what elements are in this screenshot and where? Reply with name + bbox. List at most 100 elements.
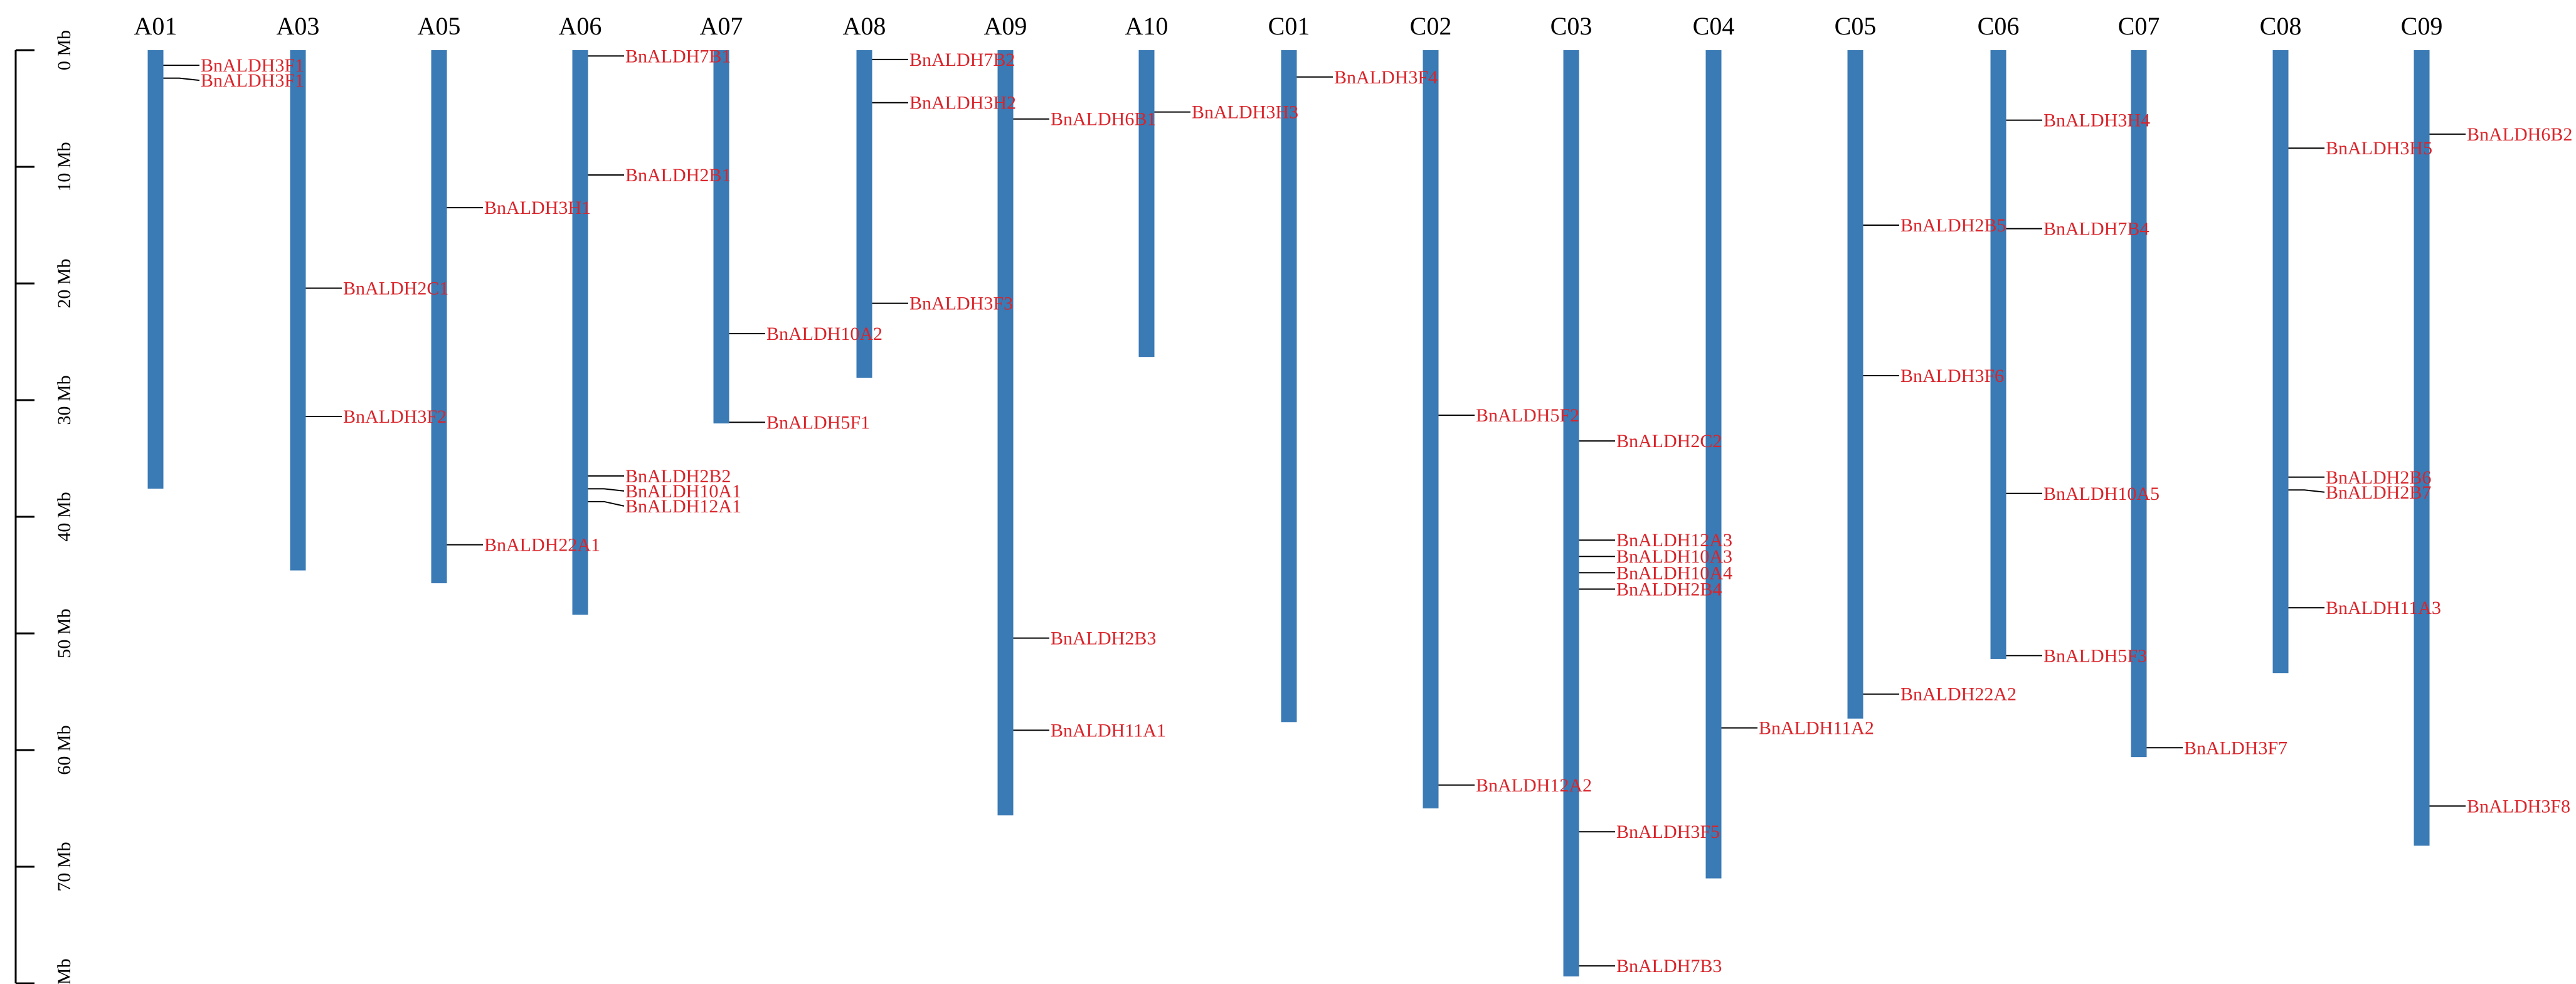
axis-tick-label: 40 Mb bbox=[54, 492, 75, 541]
gene-label: BnALDH3H4 bbox=[2043, 110, 2150, 131]
gene-label: BnALDH11A1 bbox=[1051, 720, 1166, 741]
gene-label: BnALDH2C1 bbox=[343, 278, 448, 299]
chromosome-bar bbox=[1563, 50, 1579, 976]
chromosome-c08: C08 bbox=[2260, 12, 2302, 674]
scale-axis: 0 Mb 10 Mb 20 Mb 30 Mb 40 Mb 50 Mb 60 Mb 70 Mb 8… bbox=[14, 30, 75, 984]
chromosome-bar bbox=[572, 50, 588, 615]
gene-label: BnALDH7B2 bbox=[909, 50, 1015, 70]
gene-label: BnALDH3F1 bbox=[201, 55, 304, 76]
chromosome-a05: A05 bbox=[418, 12, 461, 584]
chromosome-label: A09 bbox=[984, 12, 1027, 40]
chromosome-a10: A10 bbox=[1125, 12, 1169, 357]
gene-label: BnALDH3F8 bbox=[2467, 796, 2570, 817]
axis-tick-label: 10 Mb bbox=[54, 142, 75, 191]
chromosome-c04: C04 bbox=[1693, 12, 1735, 879]
chromosome-bar bbox=[1423, 50, 1439, 808]
gene-label-group: BnALDH3F1BnALDH3F1BnALDH2C1BnALDH3F2BnAL… bbox=[163, 46, 2572, 976]
chromosome-bar bbox=[2131, 50, 2147, 758]
chromosome-label: A05 bbox=[418, 12, 461, 40]
gene-label: BnALDH22A2 bbox=[1900, 684, 2017, 705]
chromosome-group: A01 A03 A05 A06 A07 A08 A09 A10 C01 C02 C03 C04 C05 C… bbox=[134, 12, 2443, 976]
chromosome-bar bbox=[290, 50, 306, 571]
gene-label: BnALDH2B5 bbox=[1900, 215, 2006, 236]
gene-label: BnALDH5F2 bbox=[1476, 405, 1579, 426]
chromosome-label: A01 bbox=[134, 12, 178, 40]
gene-label: BnALDH3F7 bbox=[2184, 738, 2287, 758]
chromosome-bar bbox=[713, 50, 729, 424]
chromosome-bar bbox=[2272, 50, 2289, 674]
axis-tick-label: 80 Mb bbox=[54, 958, 75, 984]
gene-label: BnALDH10A3 bbox=[1616, 546, 1732, 567]
gene-label: BnALDH10A1 bbox=[625, 481, 741, 502]
axis-tick-label: 20 Mb bbox=[54, 258, 75, 308]
gene-label: BnALDH2B7 bbox=[2326, 482, 2431, 503]
chromosome-bar bbox=[997, 50, 1014, 816]
gene-label: BnALDH3H2 bbox=[909, 93, 1016, 114]
axis-tick-label: 70 Mb bbox=[54, 842, 75, 891]
axis-tick-label: 50 Mb bbox=[54, 608, 75, 658]
gene-label: BnALDH12A1 bbox=[625, 496, 741, 517]
chromosome-c02: C02 bbox=[1410, 12, 1452, 808]
chromosome-bar bbox=[1990, 50, 2006, 659]
chromosome-a08: A08 bbox=[843, 12, 886, 378]
chromosome-label: A03 bbox=[277, 12, 320, 40]
gene-label: BnALDH5F1 bbox=[766, 412, 870, 433]
chromosome-c06: C06 bbox=[1978, 12, 2020, 659]
gene-label: BnALDH12A3 bbox=[1616, 530, 1732, 551]
chromosome-label: C03 bbox=[1550, 12, 1593, 40]
chromosome-c07: C07 bbox=[2118, 12, 2160, 758]
gene-label: BnALDH7B1 bbox=[625, 46, 731, 66]
gene-label: BnALDH10A2 bbox=[766, 324, 883, 344]
gene-label: BnALDH22A1 bbox=[484, 535, 600, 556]
gene-leader-line bbox=[588, 488, 625, 492]
chromosome-bar bbox=[2414, 50, 2430, 846]
axis-tick-label: 60 Mb bbox=[54, 725, 75, 775]
gene-label: BnALDH7B4 bbox=[2043, 219, 2149, 240]
chromosome-label: A10 bbox=[1125, 12, 1169, 40]
gene-label: BnALDH3F4 bbox=[1334, 67, 1438, 88]
gene-label: BnALDH3H5 bbox=[2326, 138, 2432, 159]
chromosome-label: C04 bbox=[1693, 12, 1735, 40]
chromosome-a09: A09 bbox=[984, 12, 1027, 816]
chromosome-bar bbox=[856, 50, 872, 378]
axis-tick-label: 30 Mb bbox=[54, 375, 75, 425]
gene-label: BnALDH2B4 bbox=[1616, 579, 1722, 600]
chromosome-label: C02 bbox=[1410, 12, 1452, 40]
gene-label: BnALDH10A4 bbox=[1616, 563, 1732, 583]
gene-label: BnALDH2B6 bbox=[2326, 467, 2431, 488]
chromosome-c09: C09 bbox=[2401, 12, 2443, 846]
chromosome-label: A08 bbox=[843, 12, 886, 40]
gene-label: BnALDH10A5 bbox=[2043, 484, 2160, 504]
chromosome-a03: A03 bbox=[277, 12, 320, 571]
chromosome-bar bbox=[147, 50, 164, 489]
chromosome-a07: A07 bbox=[700, 12, 743, 424]
chromosome-c05: C05 bbox=[1835, 12, 1877, 719]
chromosome-c01: C01 bbox=[1268, 12, 1310, 722]
gene-label: BnALDH3F3 bbox=[909, 294, 1013, 314]
chromosome-c03: C03 bbox=[1550, 12, 1593, 976]
chromosome-bar bbox=[1281, 50, 1297, 722]
gene-label: BnALDH6B2 bbox=[2467, 124, 2572, 145]
chromosome-label: C06 bbox=[1978, 12, 2020, 40]
chromosome-label: C05 bbox=[1835, 12, 1877, 40]
chromosome-label: C09 bbox=[2401, 12, 2443, 40]
gene-label: BnALDH3F1 bbox=[201, 70, 304, 91]
gene-label: BnALDH3F2 bbox=[343, 406, 447, 427]
gene-label: BnALDH7B3 bbox=[1616, 956, 1722, 976]
chromosome-label: A06 bbox=[559, 12, 602, 40]
gene-label: BnALDH11A2 bbox=[1759, 718, 1874, 739]
gene-leader-line bbox=[163, 77, 200, 82]
chromosome-label: C07 bbox=[2118, 12, 2160, 40]
gene-label: BnALDH3F5 bbox=[1616, 822, 1720, 842]
gene-label: BnALDH2B2 bbox=[625, 466, 731, 487]
gene-label: BnALDH2B3 bbox=[1051, 628, 1156, 648]
chromosome-a06: A06 bbox=[559, 12, 602, 615]
chromosome-bar bbox=[431, 50, 447, 584]
gene-label: BnALDH6B1 bbox=[1051, 109, 1156, 130]
axis-tick-label: 0 Mb bbox=[54, 30, 75, 70]
gene-label: BnALDH2B1 bbox=[625, 165, 731, 186]
gene-label: BnALDH2C2 bbox=[1616, 431, 1722, 452]
chromosome-label: C08 bbox=[2260, 12, 2302, 40]
gene-label: BnALDH3H1 bbox=[484, 198, 591, 218]
gene-label: BnALDH3F6 bbox=[1900, 366, 2004, 386]
